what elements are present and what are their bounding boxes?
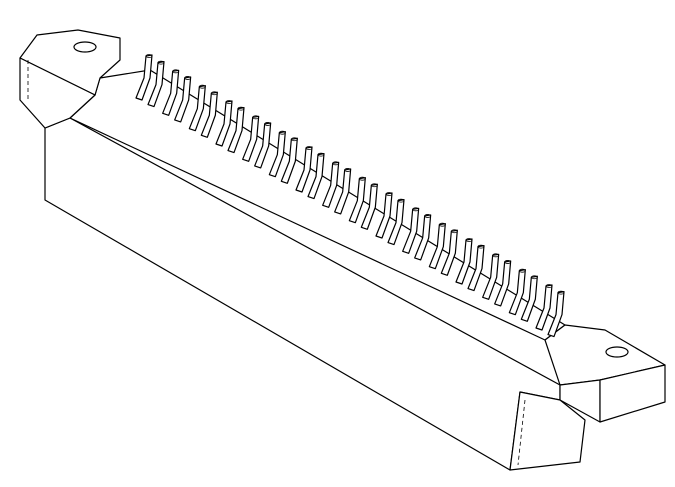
pin-tip bbox=[557, 290, 565, 295]
pin-tip bbox=[145, 54, 153, 58]
pin-tip bbox=[237, 106, 245, 111]
contact-pins bbox=[135, 54, 565, 338]
pin-tip bbox=[198, 84, 206, 89]
pin-tip bbox=[278, 130, 286, 135]
pin-tip bbox=[518, 268, 526, 273]
left-mount-hole bbox=[73, 41, 97, 53]
pin-tip bbox=[545, 284, 553, 288]
right-mount-hole bbox=[605, 346, 629, 358]
pin-tip bbox=[332, 161, 340, 166]
pin-tip bbox=[397, 198, 405, 203]
pin-tip bbox=[438, 222, 446, 227]
pin-tip bbox=[225, 100, 233, 104]
pin-tip bbox=[412, 207, 420, 212]
pin-tip bbox=[305, 146, 313, 150]
pin-tip bbox=[172, 69, 180, 74]
pin-tip bbox=[358, 176, 366, 181]
pin-tip bbox=[290, 137, 298, 142]
pin-tip bbox=[370, 183, 378, 188]
pin-tip bbox=[477, 244, 485, 249]
right-flange-side bbox=[599, 364, 666, 423]
leg-hidden-edge bbox=[517, 399, 526, 466]
pin-tip bbox=[252, 115, 260, 120]
pin-tip bbox=[157, 60, 165, 65]
pin-tip bbox=[184, 76, 192, 80]
pin-tip bbox=[344, 168, 352, 172]
bottom-leg-front bbox=[509, 391, 586, 471]
left-flange-front bbox=[19, 57, 96, 129]
pin-tip bbox=[530, 275, 538, 280]
pin-tip bbox=[424, 214, 432, 218]
pin-tip bbox=[504, 260, 512, 264]
pin-tip bbox=[385, 192, 393, 196]
pin-tip bbox=[492, 253, 500, 258]
pin-tip bbox=[210, 91, 218, 96]
pin-tip bbox=[264, 122, 272, 126]
pin-tip bbox=[317, 152, 325, 157]
pin-tip bbox=[450, 229, 458, 234]
pin-tip bbox=[465, 238, 473, 242]
